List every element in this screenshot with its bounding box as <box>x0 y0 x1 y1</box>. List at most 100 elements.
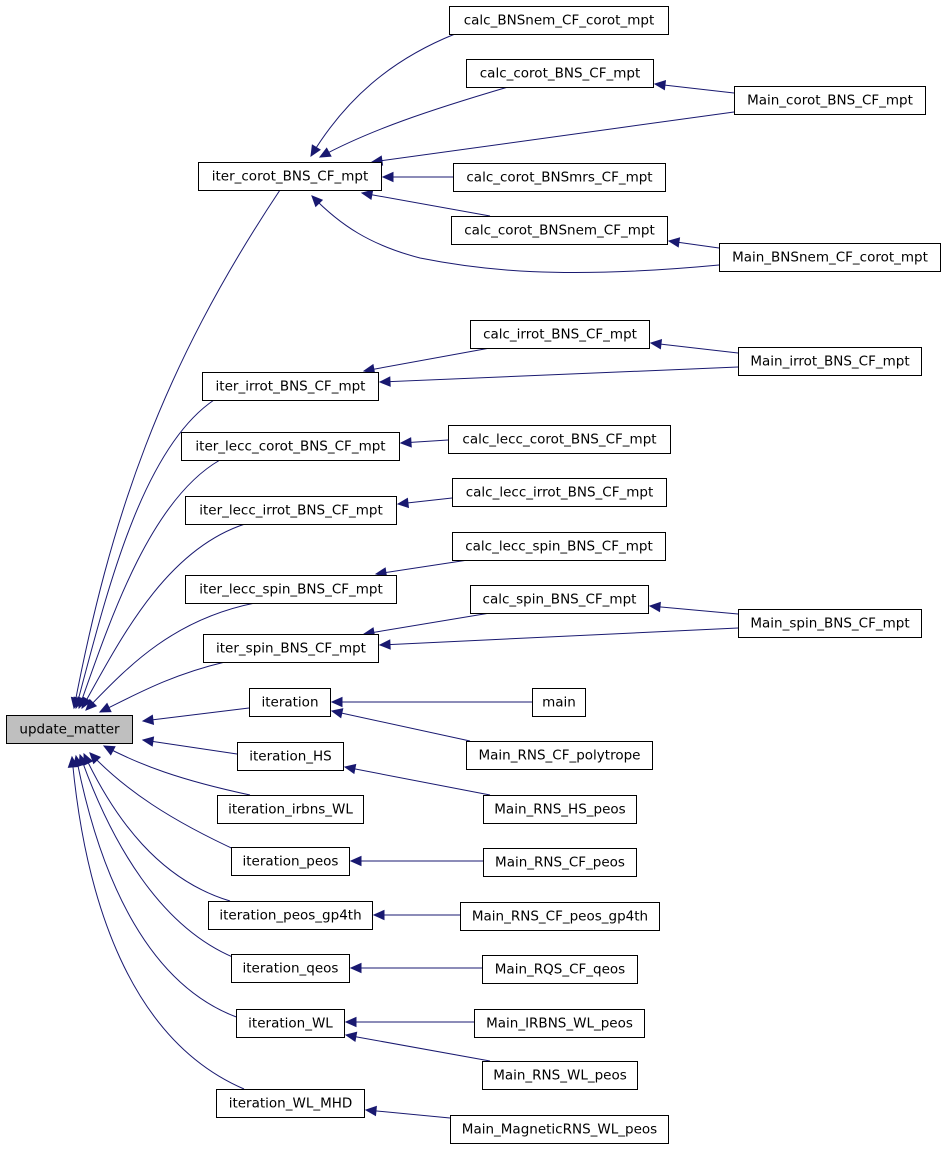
node-label: Main_IRBNS_WL_peos <box>486 1016 633 1032</box>
node-main[interactable]: main <box>532 688 586 717</box>
node-calc_lecc_irrot_BNS_CF_mpt[interactable]: calc_lecc_irrot_BNS_CF_mpt <box>452 478 667 507</box>
node-iteration_HS[interactable]: iteration_HS <box>237 742 344 771</box>
edge-calc_irrot_BNS_CF_mpt-to-iter_irrot_BNS_CF_mpt <box>362 347 491 375</box>
node-label: iteration_peos <box>243 854 339 870</box>
node-Main_corot_BNS_CF_mpt[interactable]: Main_corot_BNS_CF_mpt <box>734 86 926 115</box>
node-iteration_peos[interactable]: iteration_peos <box>231 847 350 876</box>
node-calc_irrot_BNS_CF_mpt[interactable]: calc_irrot_BNS_CF_mpt <box>470 320 650 349</box>
node-Main_irrot_BNS_CF_mpt[interactable]: Main_irrot_BNS_CF_mpt <box>738 347 922 376</box>
node-box <box>208 901 373 930</box>
edge-arrowhead <box>318 147 332 158</box>
node-label: iteration_irbns_WL <box>228 802 353 818</box>
edge-Main_irrot_BNS_CF_mpt-to-calc_irrot_BNS_CF_mpt <box>649 338 739 354</box>
node-label: Main_irrot_BNS_CF_mpt <box>750 354 909 370</box>
node-label: iter_lecc_irrot_BNS_CF_mpt <box>199 503 383 519</box>
node-label: iteration_WL <box>248 1016 333 1032</box>
node-iter_irrot_BNS_CF_mpt[interactable]: iter_irrot_BNS_CF_mpt <box>202 372 379 401</box>
node-label: iteration_peos_gp4th <box>219 908 361 924</box>
edge-iteration_peos_gp4th-to-update_matter <box>83 752 231 902</box>
edge-Main_RNS_WL_peos-to-iteration_WL <box>344 1031 491 1062</box>
node-box <box>453 163 666 192</box>
node-Main_RNS_CF_peos[interactable]: Main_RNS_CF_peos <box>483 848 637 877</box>
node-label: calc_BNSnem_CF_corot_mpt <box>464 13 655 29</box>
edge-calc_lecc_irrot_BNS_CF_mpt-to-iter_lecc_irrot_BNS_CF_mpt <box>396 497 453 509</box>
node-label: iteration_WL_MHD <box>229 1096 353 1112</box>
edge-Main_RNS_CF_peos_gp4th-to-iteration_peos_gp4th <box>372 909 460 921</box>
node-calc_BNSnem_CF_corot_mpt[interactable]: calc_BNSnem_CF_corot_mpt <box>449 6 669 35</box>
node-box <box>452 478 667 507</box>
node-label: iter_spin_BNS_CF_mpt <box>216 641 366 657</box>
edge-line <box>361 192 491 217</box>
node-iteration[interactable]: iteration <box>249 688 331 717</box>
edge-iter_spin_BNS_CF_mpt-to-update_matter <box>98 661 226 713</box>
node-Main_BNSnem_CF_corot_mpt[interactable]: Main_BNSnem_CF_corot_mpt <box>719 243 941 272</box>
node-Main_RNS_WL_peos[interactable]: Main_RNS_WL_peos <box>482 1061 638 1090</box>
node-box <box>470 585 649 614</box>
edge-arrowhead <box>343 763 357 775</box>
node-iter_lecc_corot_BNS_CF_mpt[interactable]: iter_lecc_corot_BNS_CF_mpt <box>181 432 400 461</box>
node-Main_RNS_CF_polytrope[interactable]: Main_RNS_CF_polytrope <box>466 741 653 770</box>
node-box <box>738 609 922 638</box>
node-label: calc_corot_BNSnem_CF_mpt <box>464 223 655 239</box>
edge-Main_spin_BNS_CF_mpt-to-calc_spin_BNS_CF_mpt <box>648 601 739 615</box>
node-calc_spin_BNS_CF_mpt[interactable]: calc_spin_BNS_CF_mpt <box>470 585 649 614</box>
node-box <box>237 742 344 771</box>
edge-iteration_WL_MHD-to-update_matter <box>67 755 245 1090</box>
edge-arrowhead <box>330 696 343 708</box>
node-label: iteration <box>261 695 318 711</box>
node-calc_corot_BNS_CF_mpt[interactable]: calc_corot_BNS_CF_mpt <box>466 59 654 88</box>
edge-line <box>75 399 215 709</box>
node-box <box>231 847 350 876</box>
node-Main_spin_BNS_CF_mpt[interactable]: Main_spin_BNS_CF_mpt <box>738 609 922 638</box>
node-label: Main_RNS_CF_peos_gp4th <box>472 909 648 925</box>
node-label: Main_RNS_CF_polytrope <box>479 748 641 764</box>
edge-arrowhead <box>98 702 112 713</box>
node-box <box>452 532 666 561</box>
node-label: Main_corot_BNS_CF_mpt <box>747 93 913 109</box>
node-calc_lecc_spin_BNS_CF_mpt[interactable]: calc_lecc_spin_BNS_CF_mpt <box>452 532 666 561</box>
node-box <box>451 216 668 245</box>
node-iteration_irbns_WL[interactable]: iteration_irbns_WL <box>217 795 364 824</box>
node-update_matter[interactable]: update_matter <box>6 715 133 744</box>
node-calc_corot_BNSmrs_CF_mpt[interactable]: calc_corot_BNSmrs_CF_mpt <box>453 163 666 192</box>
node-iter_lecc_irrot_BNS_CF_mpt[interactable]: iter_lecc_irrot_BNS_CF_mpt <box>185 496 397 525</box>
node-iteration_qeos[interactable]: iteration_qeos <box>231 954 350 983</box>
node-Main_IRBNS_WL_peos[interactable]: Main_IRBNS_WL_peos <box>474 1009 645 1038</box>
node-Main_MagneticRNS_WL_peos[interactable]: Main_MagneticRNS_WL_peos <box>450 1115 669 1144</box>
edge-line <box>331 710 471 742</box>
node-calc_lecc_corot_BNS_CF_mpt[interactable]: calc_lecc_corot_BNS_CF_mpt <box>448 425 671 454</box>
node-iteration_peos_gp4th[interactable]: iteration_peos_gp4th <box>208 901 373 930</box>
nodes-layer: update_matter iter_corot_BNS_CF_mpt iter_i… <box>6 6 941 1144</box>
edge-arrowhead <box>364 1105 377 1117</box>
node-iteration_WL[interactable]: iteration_WL <box>236 1009 345 1038</box>
node-box <box>231 954 350 983</box>
edge-arrowhead <box>653 79 667 91</box>
edge-arrowhead <box>81 696 92 710</box>
edge-calc_BNSnem_CF_corot_mpt-to-iter_corot_BNS_CF_mpt <box>310 33 456 158</box>
node-label: calc_spin_BNS_CF_mpt <box>483 592 637 608</box>
node-calc_corot_BNSnem_CF_mpt[interactable]: calc_corot_BNSnem_CF_mpt <box>451 216 668 245</box>
node-box <box>181 432 400 461</box>
edge-line <box>83 753 231 902</box>
node-iter_corot_BNS_CF_mpt[interactable]: iter_corot_BNS_CF_mpt <box>198 162 382 191</box>
edge-arrowhead <box>89 752 102 765</box>
node-box <box>734 86 926 115</box>
edge-arrowhead <box>141 736 155 747</box>
edge-arrowhead <box>141 714 155 725</box>
edge-Main_BNSnem_CF_corot_mpt-to-iter_corot_BNS_CF_mpt <box>311 195 720 274</box>
node-Main_RNS_CF_peos_gp4th[interactable]: Main_RNS_CF_peos_gp4th <box>460 902 660 931</box>
edge-line <box>310 33 456 157</box>
node-Main_RNS_HS_peos[interactable]: Main_RNS_HS_peos <box>483 795 637 824</box>
edge-line <box>71 756 245 1090</box>
edge-line <box>650 342 739 354</box>
node-iter_spin_BNS_CF_mpt[interactable]: iter_spin_BNS_CF_mpt <box>203 634 379 663</box>
edge-line <box>311 195 720 274</box>
edge-line <box>363 347 491 372</box>
edge-line <box>379 627 739 646</box>
node-iteration_WL_MHD[interactable]: iteration_WL_MHD <box>216 1089 365 1118</box>
edge-line <box>78 459 221 709</box>
edge-line <box>319 86 509 158</box>
node-iter_lecc_spin_BNS_CF_mpt[interactable]: iter_lecc_spin_BNS_CF_mpt <box>185 575 397 604</box>
node-Main_RQS_CF_qeos[interactable]: Main_RQS_CF_qeos <box>482 955 638 984</box>
